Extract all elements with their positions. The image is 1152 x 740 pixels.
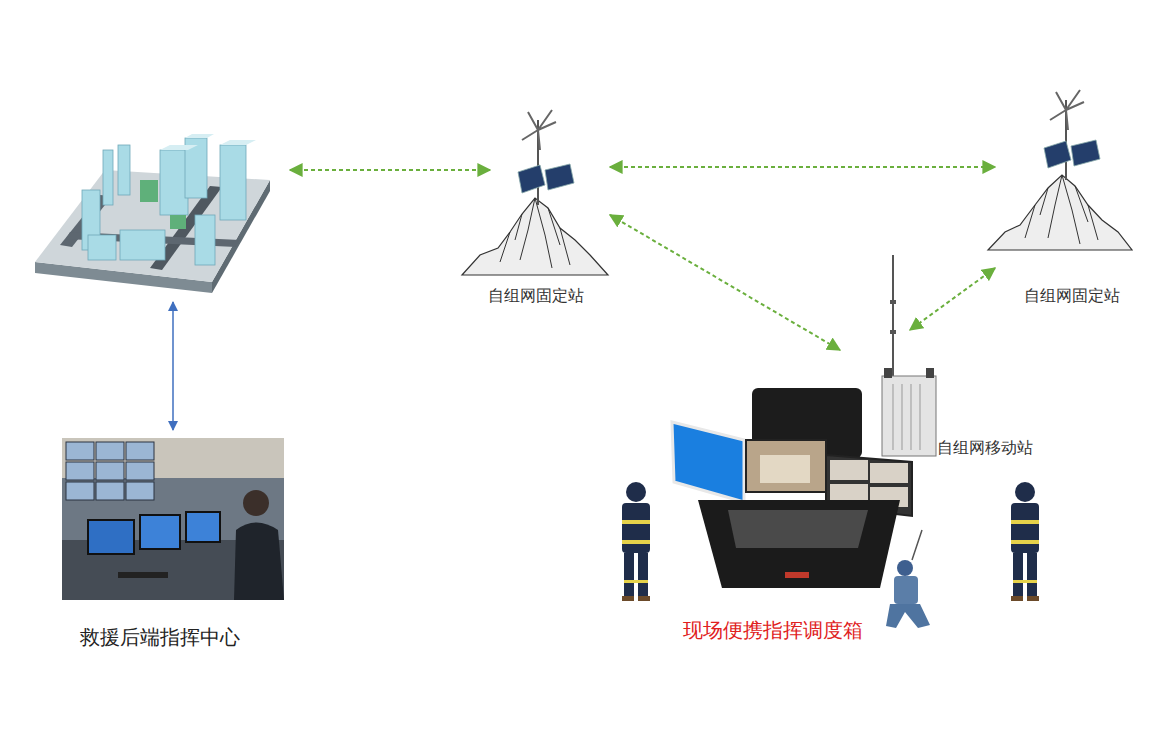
soldier-figure [886,530,930,628]
station-node: 自组网固定站 [995,95,1150,310]
firefighter-figure [622,482,650,601]
node-label: 现场便携指挥调度箱 [683,618,863,642]
station-node: 现场便携指挥调度箱 [612,350,902,650]
city-illustration [35,134,270,293]
node-label: 救援后端指挥中心 [80,625,240,649]
command-case-illustration [672,388,912,588]
station-node: 自组网固定站 [462,118,610,310]
node-label: 自组网固定站 [488,286,584,305]
node-label: 自组网固定站 [1024,286,1120,305]
wireless-link [910,268,995,330]
fixed-station-illustration [988,90,1132,250]
fixed-station-illustration [462,110,608,275]
firefighter-figure [1011,482,1039,601]
station-node: 救援后端指挥中心 [55,432,290,657]
node-label: 自组网移动站 [937,438,1033,457]
wireless-link [610,215,840,350]
station-node: 自组网移动站 [882,330,1040,462]
city-link [290,169,490,171]
command-center-photo [62,438,284,600]
city-link [172,302,174,430]
mobile-station-illustration [882,255,936,456]
wireless-link [610,166,995,168]
